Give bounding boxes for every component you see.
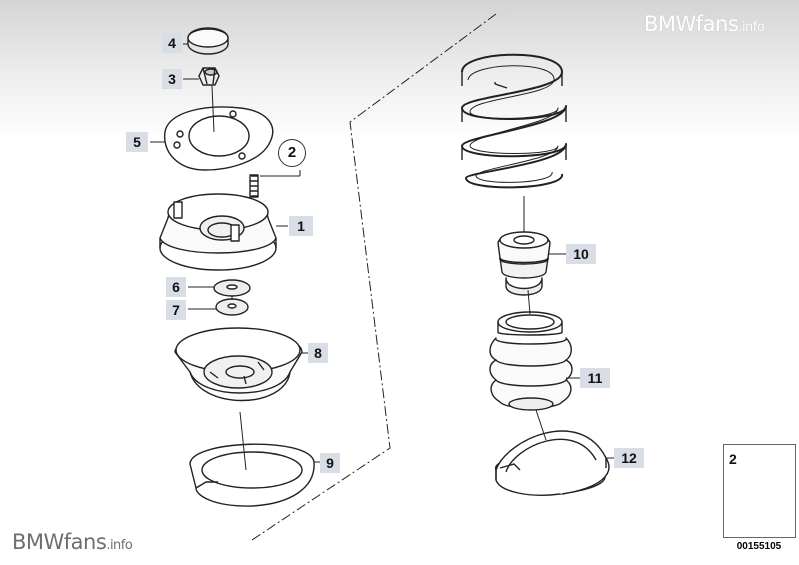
watermark-brand: BMWfans bbox=[12, 530, 107, 554]
callout-3: 3 bbox=[162, 69, 182, 89]
assembly-line bbox=[251, 13, 497, 541]
diagram-reference-number: 00155105 bbox=[736, 541, 782, 552]
watermark-suffix: .info bbox=[106, 538, 133, 553]
leader-lines bbox=[150, 43, 614, 471]
callout-5: 5 bbox=[126, 132, 148, 152]
part-2-stud bbox=[249, 174, 259, 198]
watermark-suffix: .info bbox=[738, 20, 765, 35]
callout-6: 6 bbox=[166, 277, 186, 297]
part-12-spring-pad bbox=[495, 430, 610, 496]
callout-11: 11 bbox=[580, 368, 610, 388]
part-5-gasket bbox=[163, 106, 274, 171]
callout-7: 7 bbox=[166, 300, 186, 320]
legend-box: 2 bbox=[723, 444, 796, 538]
watermark-bottom: BMWfans.info bbox=[12, 530, 133, 554]
part-8-spring-seat bbox=[174, 327, 303, 402]
callout-8: 8 bbox=[308, 343, 328, 363]
watermark-brand: BMWfans bbox=[644, 12, 739, 36]
coil-spring bbox=[461, 53, 567, 189]
callout-9: 9 bbox=[320, 453, 340, 473]
part-1-strut-mount bbox=[159, 193, 277, 271]
callout-10: 10 bbox=[566, 244, 596, 264]
part-3-nut bbox=[198, 67, 220, 86]
part-6-washer bbox=[213, 279, 251, 297]
callout-12: 12 bbox=[614, 448, 644, 468]
callout-1: 1 bbox=[289, 216, 313, 236]
part-4-cap bbox=[187, 27, 229, 55]
part-11-dust-boot bbox=[489, 311, 573, 411]
legend-number: 2 bbox=[729, 451, 737, 467]
callout-2: 2 bbox=[278, 139, 306, 167]
watermark-top: BMWfans.info bbox=[644, 12, 765, 36]
part-10-bump-stop bbox=[497, 231, 551, 296]
callout-4: 4 bbox=[162, 33, 182, 53]
part-9-ring bbox=[189, 443, 315, 507]
part-7-washer bbox=[215, 298, 249, 316]
